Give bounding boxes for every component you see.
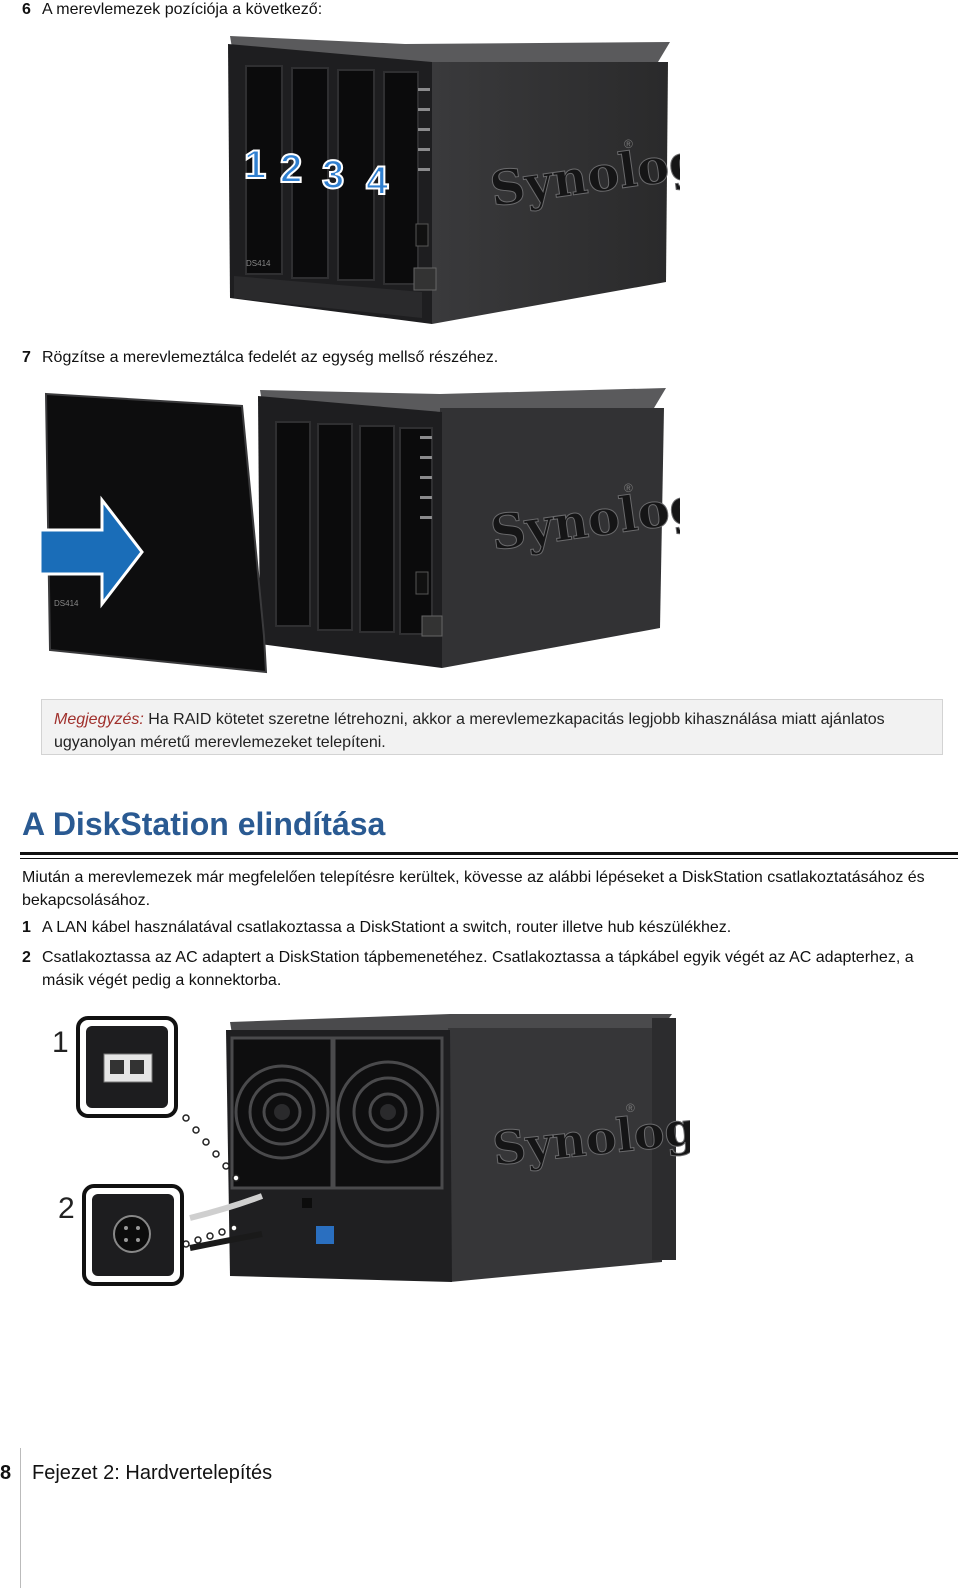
registered-mark: ® — [624, 481, 633, 495]
chapter-title: Fejezet 2: Hardvertelepítés — [32, 1462, 273, 1484]
figure-drive-bays: DS414 1 2 3 4 Synology ® — [228, 36, 680, 324]
page-number: 8 — [0, 1462, 12, 1484]
callout-number-2: 2 — [58, 1192, 75, 1225]
step-text: A LAN kábel használatával csatlakoztassa… — [42, 919, 732, 936]
bay-number-2: 2 — [280, 147, 302, 191]
figure-front-cover: DS414 Synology ® — [38, 388, 680, 674]
step-text: A merevlemezek pozíciója a következő: — [42, 1, 323, 18]
title-rule-thin — [20, 858, 958, 859]
section-step-2: 2 Csatlakoztassa az AC adaptert a DiskSt… — [22, 946, 952, 992]
footer-divider — [20, 1448, 21, 1588]
step-number: 1 — [22, 919, 31, 936]
insert-arrow-icon — [38, 495, 144, 609]
step-text: Rögzítse a merevlemeztálca fedelét az eg… — [42, 349, 499, 366]
note-text: Ha RAID kötetet szeretne létrehozni, akk… — [54, 711, 885, 751]
note-box: Megjegyzés: Ha RAID kötetet szeretne lét… — [41, 699, 943, 755]
figure-rear-connections: 1 2 Synology ® — [52, 1014, 690, 1286]
cover-model-label: DS414 — [54, 599, 79, 608]
step-number: 7 — [22, 349, 31, 366]
step-number: 6 — [22, 1, 31, 18]
step-text: Csatlakoztassa az AC adaptert a DiskStat… — [42, 949, 914, 989]
note-label: Megjegyzés: — [54, 711, 144, 728]
bay-number-4: 4 — [366, 159, 389, 203]
bay-number-3: 3 — [322, 153, 344, 197]
section-intro: Miután a merevlemezek már megfelelően te… — [22, 869, 925, 909]
registered-mark: ® — [624, 137, 633, 151]
callout-number-1: 1 — [52, 1026, 69, 1059]
step-number: 2 — [22, 949, 31, 966]
bay-number-1: 1 — [244, 143, 266, 187]
model-label: DS414 — [246, 259, 271, 268]
title-rule-thick — [20, 852, 958, 855]
registered-mark: ® — [626, 1101, 635, 1115]
section-title: A DiskStation elindítása — [22, 806, 386, 842]
